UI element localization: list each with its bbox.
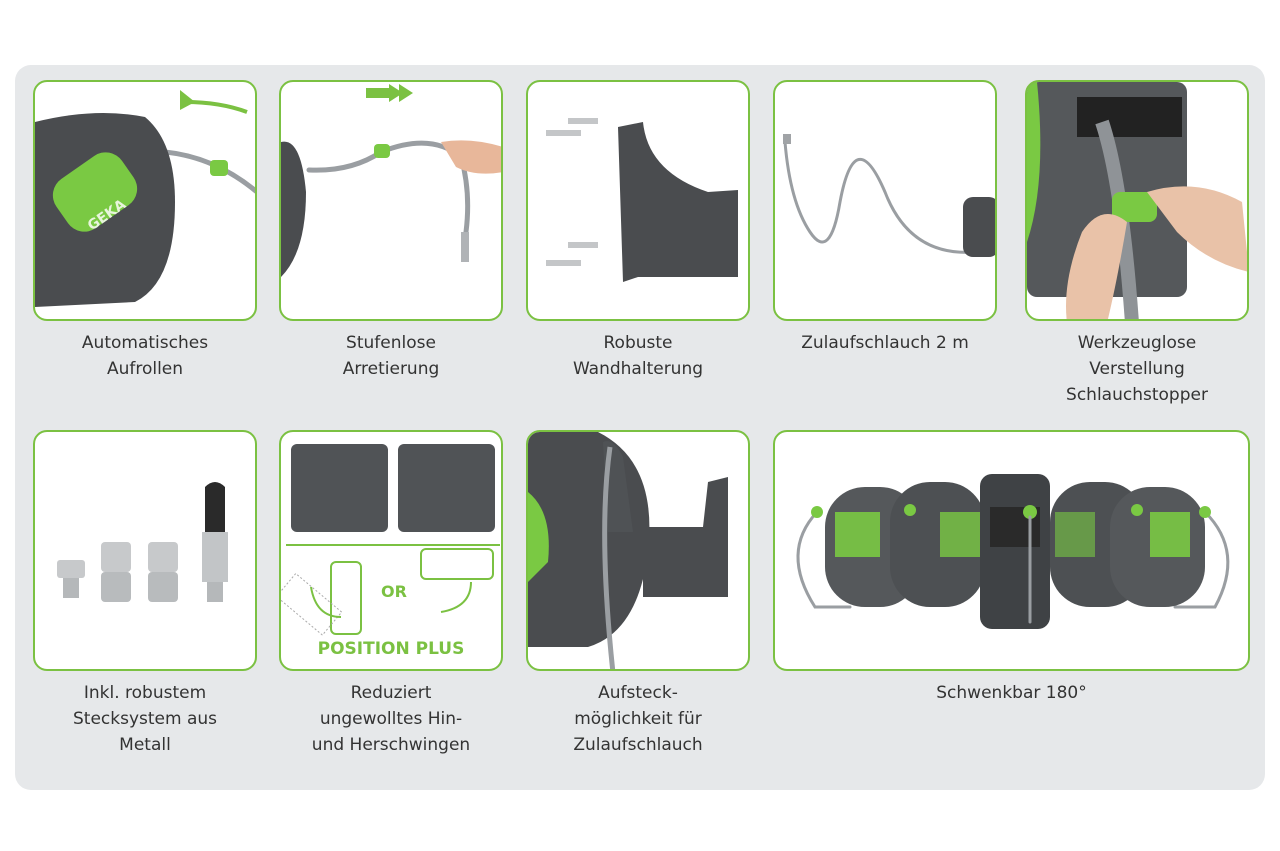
rotate-arrow-icon [440, 581, 472, 613]
or-label: OR [381, 582, 407, 601]
hinge-photo-right [398, 444, 495, 532]
card-swivel [773, 430, 1250, 671]
auto-rewind-illustration: GEKA [35, 90, 255, 307]
hand [441, 140, 501, 174]
hand [1066, 214, 1127, 319]
inlet-hose-mount-illustration [528, 432, 728, 669]
faucet-icon [783, 134, 791, 144]
rewind-arrow-icon [184, 100, 248, 114]
caption-hose-stopper: Werkzeuglose Verstellung Schlauchstopper [1066, 333, 1208, 405]
position-plus-diagram [281, 544, 500, 636]
pull-arrow-icon [389, 84, 403, 102]
inlet-hose-illustration [783, 134, 995, 257]
card-metal-connectors [33, 430, 257, 671]
hand [1147, 186, 1247, 272]
card-locking [279, 80, 503, 321]
card-wall-bracket [526, 80, 750, 321]
caption-position-plus: Reduziert ungewolltes Hin- und Herschwin… [311, 683, 471, 755]
card-position-plus: OR POSITION PLUS [279, 430, 503, 671]
hose-stopper-illustration [1027, 82, 1247, 319]
locking-illustration [281, 84, 501, 277]
caption-swivel: Schwenkbar 180° [936, 683, 1087, 703]
caption-inlet-hose: Zulaufschlauch 2 m [801, 333, 969, 353]
caption-inlet-hose-mount: Aufsteck- möglichkeit für Zulaufschlauch [573, 683, 703, 755]
metal-connectors-illustration [57, 482, 228, 602]
card-auto-rewind: GEKA [33, 80, 257, 321]
rotate-arrow-icon [310, 586, 342, 618]
hinge-photo-left [291, 444, 388, 532]
card-inlet-hose-mount [526, 430, 750, 671]
card-hose-stopper [1025, 80, 1249, 321]
position-plus-title: POSITION PLUS [317, 639, 465, 659]
swivel-illustration [796, 474, 1230, 629]
wall-bracket-illustration [546, 118, 738, 282]
caption-metal-connectors: Inkl. robustem Stecksystem aus Metall [72, 683, 218, 755]
caption-locking: Stufenlose Arretierung [342, 333, 440, 379]
caption-wall-bracket: Robuste Wandhalterung [572, 333, 704, 379]
card-inlet-hose [773, 80, 997, 321]
caption-auto-rewind: Automatisches Aufrollen [81, 333, 209, 379]
